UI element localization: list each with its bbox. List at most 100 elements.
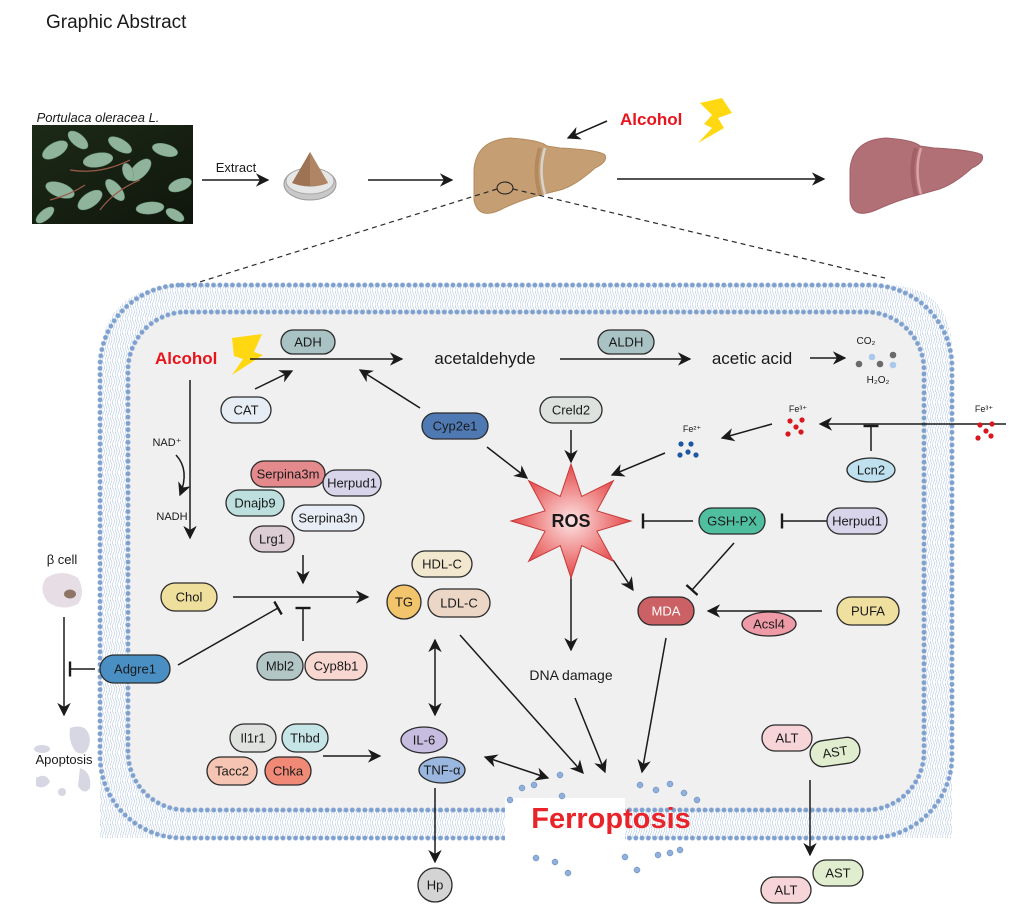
node-label: ALT	[775, 883, 798, 898]
arrow-fe3-fe2	[720, 423, 773, 442]
node-label: Il1r1	[240, 731, 265, 746]
node-label: Adgre1	[114, 662, 156, 677]
node-label: Cyp8b1	[314, 659, 359, 674]
node-cat: CAT	[220, 396, 272, 424]
node-cyp8b1: Cyp8b1	[304, 651, 368, 681]
node-shape	[99, 654, 171, 684]
co2-label: CO₂	[857, 336, 876, 347]
node-label: HDL-C	[422, 557, 462, 572]
node-herpud1-r: Herpud1	[826, 507, 888, 535]
plant-photo	[32, 125, 193, 224]
healthy-liver-icon	[473, 137, 606, 214]
zoom-line-left	[189, 188, 498, 286]
node-label: Chol	[176, 590, 203, 605]
apoptosis-icon	[34, 726, 91, 796]
node-mbl2: Mbl2	[256, 651, 304, 681]
ros-label: ROS	[551, 511, 590, 531]
node-label: PUFA	[851, 604, 885, 619]
node-label: AST	[821, 743, 848, 761]
node-tnf-a: TNF-α	[418, 756, 466, 784]
alcohol-label-cell: Alcohol	[155, 349, 217, 368]
node-shape	[809, 736, 861, 768]
node-label: Tacc2	[215, 764, 249, 779]
node-shape	[761, 724, 813, 752]
powder-dish-icon	[283, 152, 337, 201]
node-dnajb9: Dnajb9	[225, 489, 285, 517]
node-shape	[280, 329, 336, 355]
node-shape	[826, 507, 888, 535]
node-label: Acsl4	[753, 617, 785, 632]
node-label: MDA	[652, 604, 681, 619]
node-shape	[386, 584, 422, 620]
fe3-inner-ions-icon	[785, 417, 805, 437]
arrow-tnf-ferroptosis	[483, 754, 550, 781]
node-shape	[400, 726, 448, 754]
plant-label: Portulaca oleracea L.	[37, 110, 160, 125]
node-hdl-c: HDL-C	[411, 550, 473, 578]
node-shape	[229, 723, 277, 753]
node-shape	[597, 329, 655, 355]
node-label: Herpud1	[832, 514, 882, 529]
node-acsl4: Acsl4	[741, 611, 797, 637]
node-label: AST	[825, 866, 850, 881]
node-shape	[249, 525, 295, 553]
fe3-outer-label: Fe³⁺	[975, 404, 994, 414]
node-adgre1: Adgre1	[99, 654, 171, 684]
node-label: Dnajb9	[234, 496, 275, 511]
node-shape	[206, 756, 258, 786]
node-shape	[417, 867, 453, 903]
node-label: TG	[395, 595, 413, 610]
alcohol-label-top: Alcohol	[620, 110, 682, 129]
node-shape	[427, 588, 491, 618]
arrow-cat-adh	[254, 370, 294, 390]
node-ast-out: AST	[812, 859, 864, 887]
node-shape	[836, 596, 900, 626]
node-shape	[411, 550, 473, 578]
node-il-6: IL-6	[400, 726, 448, 754]
node-shape	[304, 651, 368, 681]
fe3-inner-label: Fe³⁺	[789, 404, 808, 414]
node-shape	[846, 457, 896, 483]
node-chol: Chol	[160, 582, 218, 612]
arrow-nad-nadh	[175, 454, 191, 497]
nadh-label: NADH	[156, 511, 187, 523]
acetic-acid-label: acetic acid	[712, 349, 792, 368]
node-shape	[637, 596, 695, 626]
node-label: TNF-α	[423, 763, 461, 778]
node-label: LDL-C	[440, 596, 478, 611]
molecules-icon	[855, 351, 897, 369]
node-alt-out: ALT	[760, 876, 812, 904]
node-hp: Hp	[417, 867, 453, 903]
ferroptosis-label: Ferroptosis	[531, 803, 691, 835]
node-label: Thbd	[290, 731, 320, 746]
node-shape	[160, 582, 218, 612]
arrow-ros-mda	[612, 559, 634, 592]
node-shape	[291, 504, 365, 532]
node-shape	[281, 723, 329, 753]
node-label: CAT	[233, 403, 258, 418]
node-adh: ADH	[280, 329, 336, 355]
zoom-line-right	[512, 188, 886, 279]
beta-cell-icon	[42, 573, 82, 608]
node-ldl-c: LDL-C	[427, 588, 491, 618]
node-label: Serpina3n	[298, 511, 357, 526]
page-title: Graphic Abstract	[46, 12, 187, 33]
node-shape	[322, 469, 382, 497]
node-shape	[225, 489, 285, 517]
node-shape	[421, 412, 489, 440]
node-lcn2: Lcn2	[846, 457, 896, 483]
node-aldh: ALDH	[597, 329, 655, 355]
node-shape	[741, 611, 797, 637]
node-lrg1: Lrg1	[249, 525, 295, 553]
node-label: ALT	[776, 731, 799, 746]
node-serpina3n: Serpina3n	[291, 504, 365, 532]
h2o2-label: H₂O₂	[867, 375, 890, 386]
node-label: IL-6	[413, 733, 435, 748]
fe2-label: Fe²⁺	[683, 424, 702, 434]
node-shape	[264, 756, 312, 786]
fe3-outer-ions-icon	[975, 421, 995, 441]
arrow-dna-ferroptosis	[574, 697, 607, 774]
arrow-cyp2e1-ros	[486, 446, 529, 479]
node-serpina3m: Serpina3m	[250, 460, 326, 488]
